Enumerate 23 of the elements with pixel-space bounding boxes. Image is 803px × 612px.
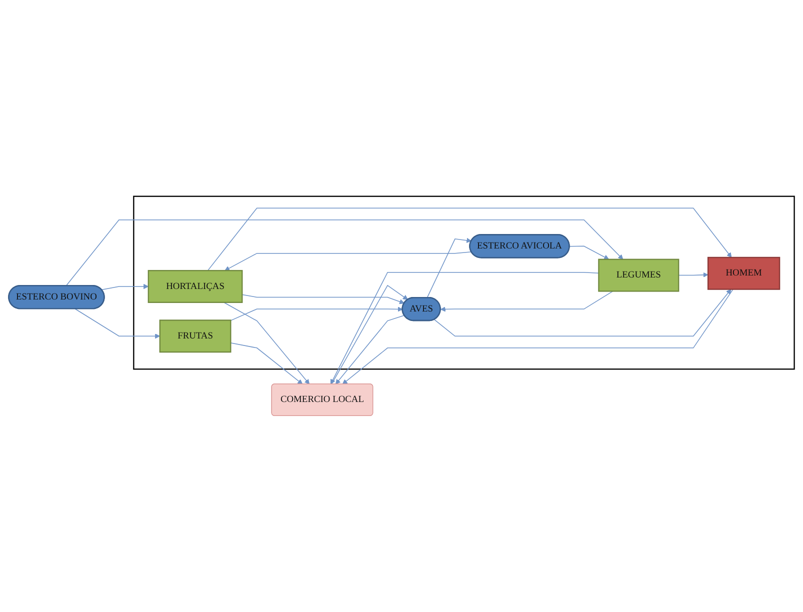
arrow	[230, 342, 303, 384]
arrow	[230, 306, 403, 321]
arrow	[342, 288, 734, 384]
node-box: LEGUMES	[598, 258, 680, 292]
arrow	[74, 308, 160, 339]
arrow	[66, 220, 624, 286]
cluster	[133, 196, 795, 370]
arrow	[330, 272, 600, 384]
node-box: HOMEM	[707, 256, 780, 290]
node-box: FRUTAS	[159, 320, 232, 353]
arrow	[335, 314, 405, 384]
arrow	[426, 238, 472, 298]
arrow	[331, 284, 408, 385]
arrow	[569, 246, 610, 260]
node-box: HORTALIÇAS	[148, 270, 243, 303]
arrow	[434, 289, 732, 336]
arrow	[224, 251, 472, 271]
arrow	[101, 284, 149, 290]
arrow	[678, 272, 708, 278]
arrow	[242, 294, 405, 304]
arrow	[207, 208, 732, 271]
arrow	[440, 290, 614, 312]
arrow	[223, 302, 310, 384]
